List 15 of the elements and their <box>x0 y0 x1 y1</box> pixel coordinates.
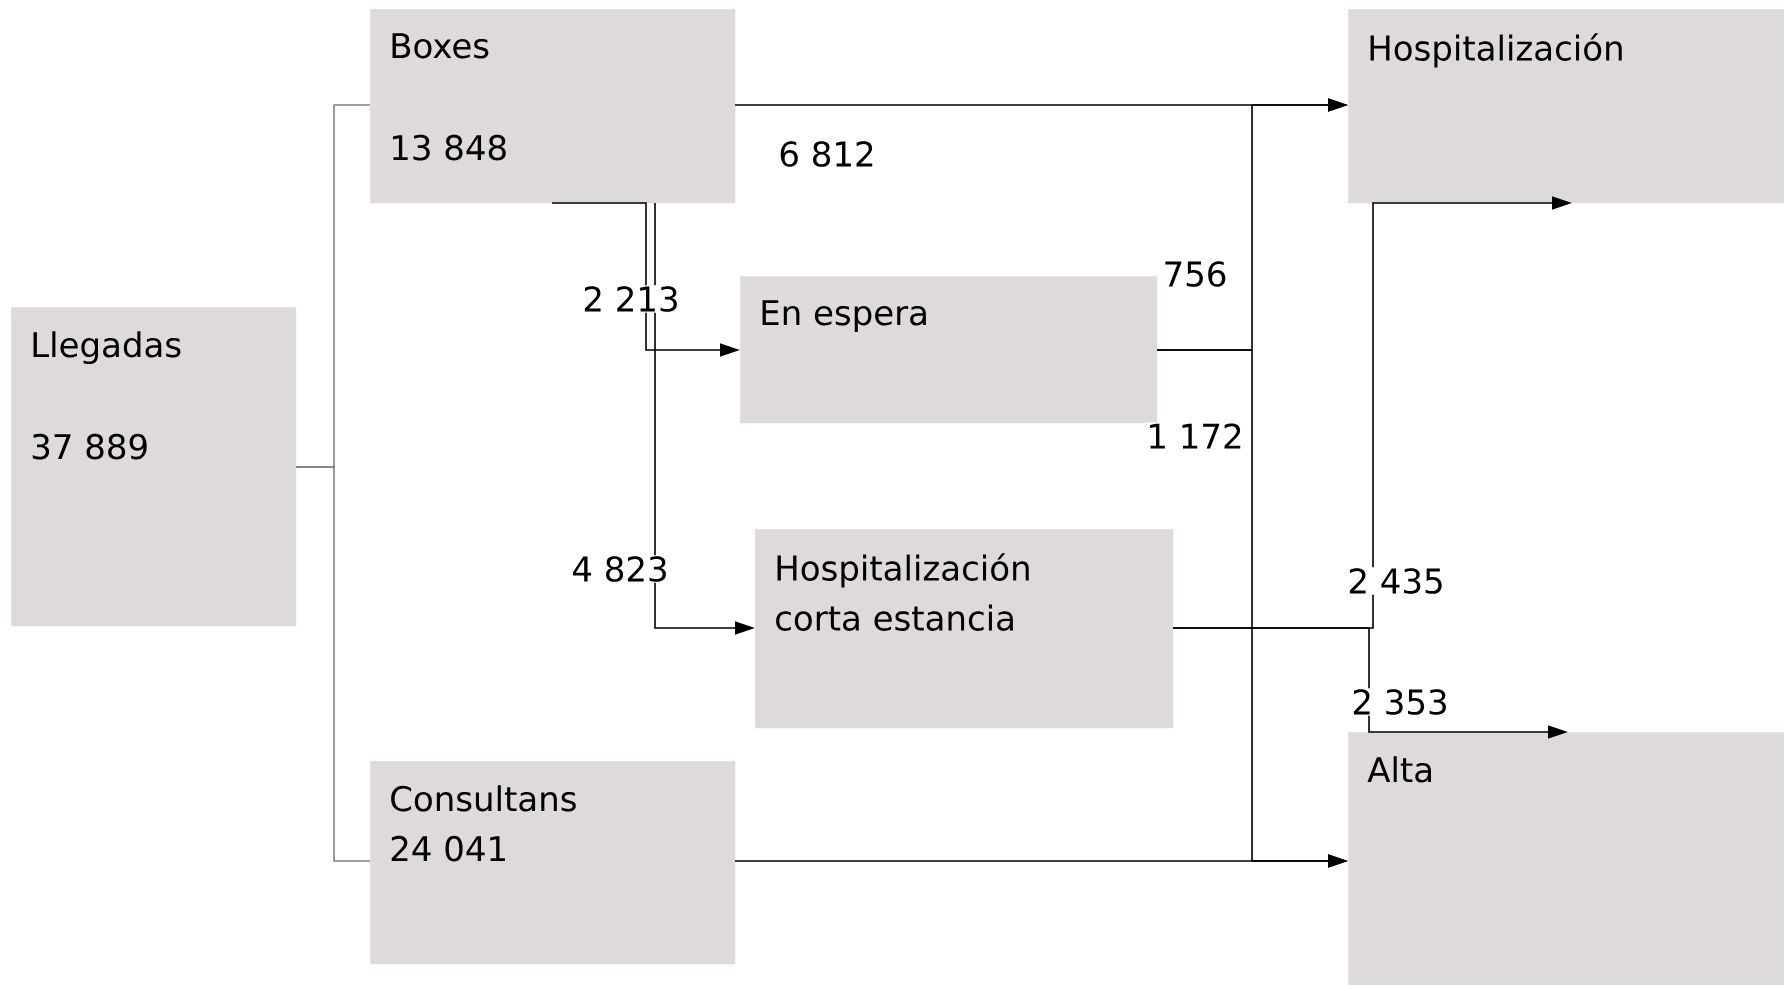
process-box: Boxes 13 848 <box>370 9 736 204</box>
edge-label: 756 <box>1161 260 1229 288</box>
process-box: En espera <box>740 276 1158 424</box>
process-box: Alta <box>1348 732 1784 985</box>
edge-label: 2 435 <box>1346 567 1446 595</box>
edge-label: 6 812 <box>777 140 877 168</box>
connector-line <box>295 466 371 862</box>
process-box: Llegadas 37 889 <box>11 307 297 627</box>
edge-label: 2 213 <box>581 285 681 313</box>
edge-label: 2 353 <box>1350 688 1450 716</box>
process-box: Hospitalización <box>1348 9 1784 204</box>
edge-label: 4 823 <box>570 555 670 583</box>
process-box: Hospitalización corta estancia <box>755 529 1174 729</box>
edge-label: 1 172 <box>1145 422 1245 450</box>
process-box: Consultans 24 041 <box>370 761 736 965</box>
